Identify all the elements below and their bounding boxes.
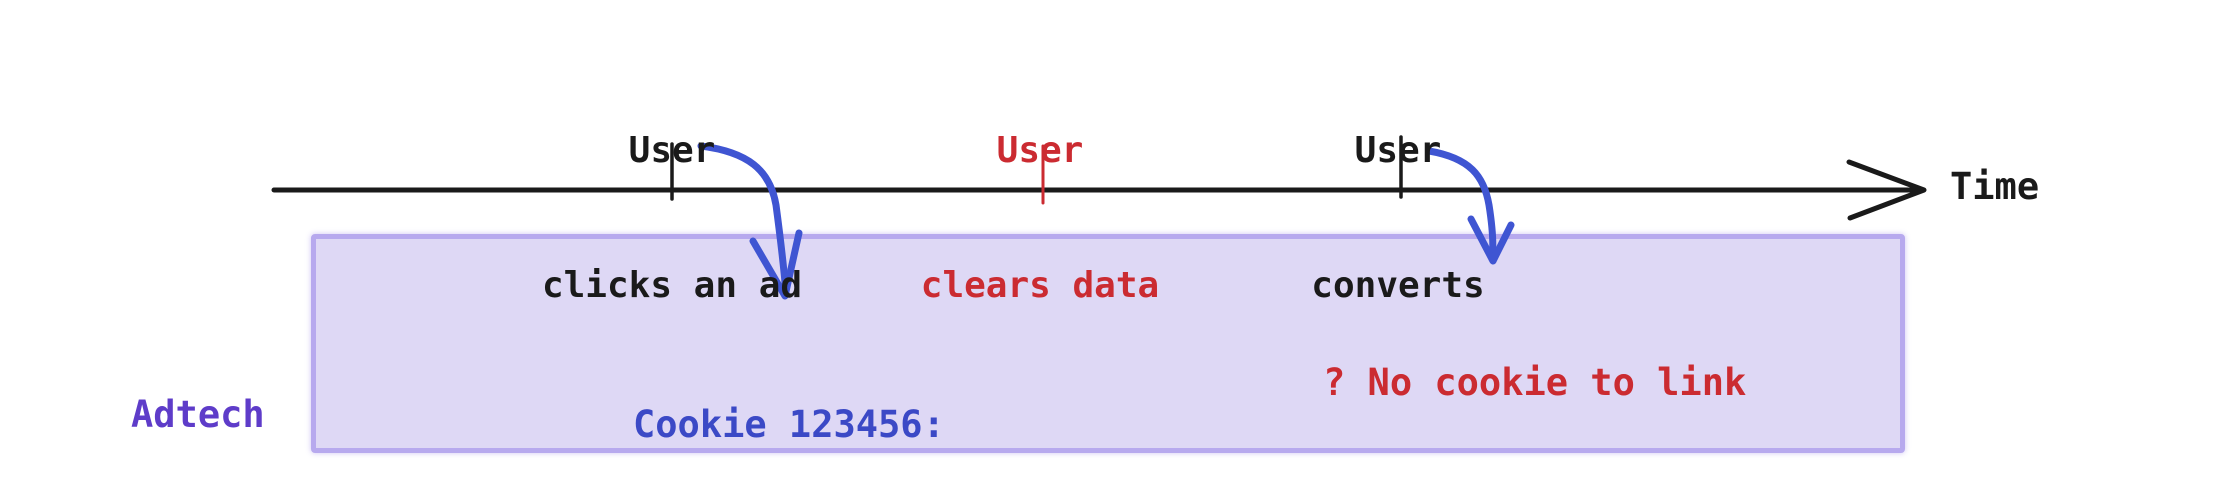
no-conversion-note-line: ? No cookie to link (1323, 361, 1747, 404)
cookie-note: Cookie 123456: Ad clicked (633, 305, 945, 498)
adtech-server-label: Adtech server (131, 295, 265, 498)
event-label-line: User (996, 130, 1084, 171)
adtech-server-label-line: Adtech (131, 393, 265, 436)
curved-arrow-convert-icon (1425, 147, 1515, 265)
curved-arrow-convert-head (1467, 215, 1515, 265)
curved-arrow-click-icon (697, 142, 803, 300)
curved-arrow-click-shaft (697, 142, 790, 297)
event-label-line: User (628, 130, 716, 171)
event-label-line: clears data (920, 265, 1160, 306)
curved-arrow-convert-shaft (1425, 147, 1497, 263)
time-axis-label: Time (1950, 165, 2040, 208)
cookie-note-line: Cookie 123456: (633, 403, 945, 446)
no-conversion-note: ? No cookie to link this conversion to ⇒… (1323, 268, 1746, 498)
event-label-line: converts (1311, 265, 1485, 306)
event-label-clicks-ad: User clicks an ad (472, 38, 872, 398)
timeline-arrowhead-icon (1846, 159, 1927, 221)
event-label-line: User (1354, 130, 1442, 171)
event-label-converts: User converts (1198, 38, 1598, 398)
event-label-line: clicks an ad (541, 265, 803, 306)
curved-arrow-click-head (749, 229, 803, 300)
event-label-clears-data: User clears data (840, 38, 1240, 398)
adtech-server-box (311, 234, 1905, 453)
